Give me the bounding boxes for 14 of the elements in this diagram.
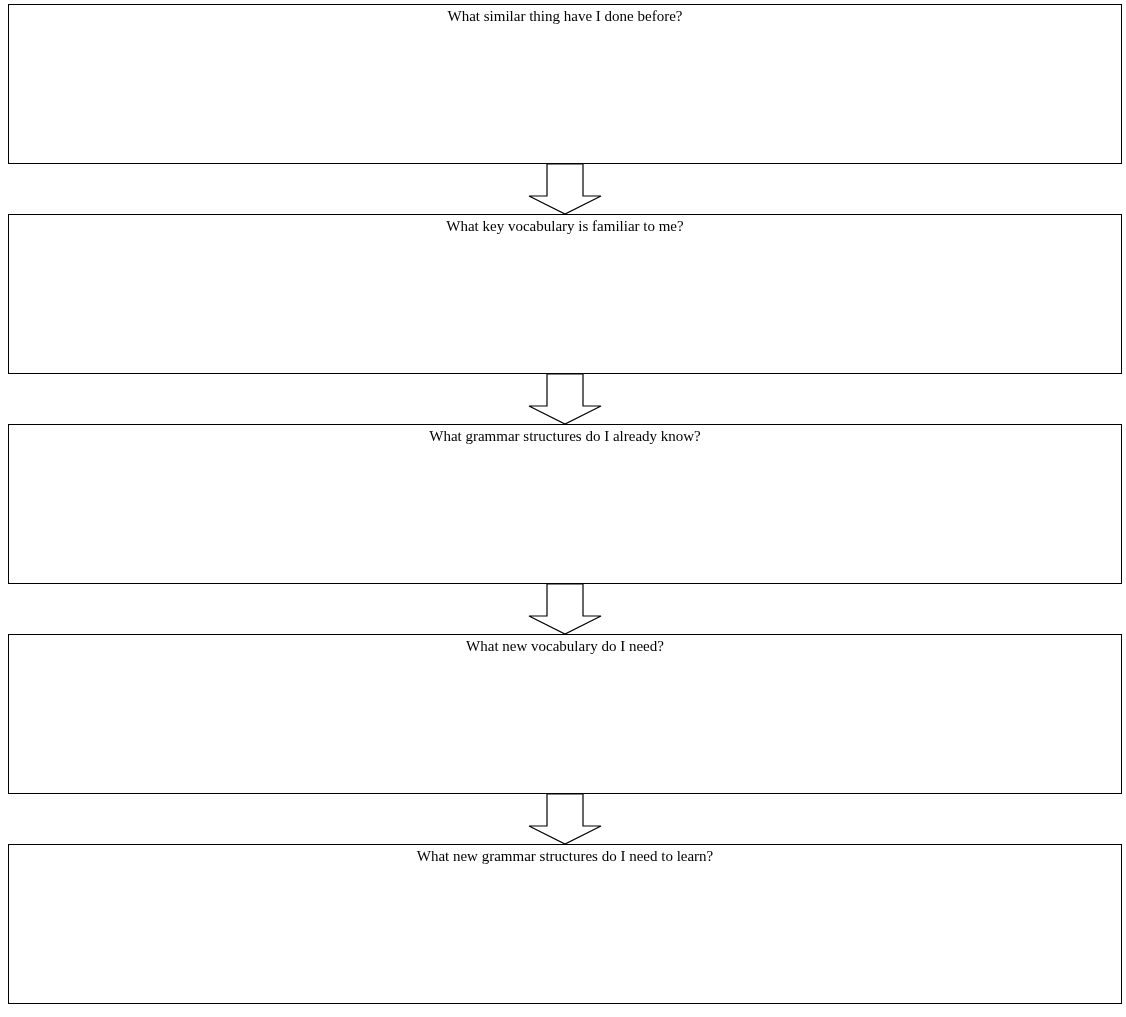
question-text: What key vocabulary is familiar to me? — [445, 218, 685, 235]
question-text: What new grammar structures do I need to learn? — [415, 848, 715, 865]
question-box — [8, 424, 1122, 584]
question-box — [8, 214, 1122, 374]
block-arrow — [528, 163, 602, 215]
question-box — [8, 4, 1122, 164]
block-arrow — [528, 373, 602, 425]
question-box — [8, 634, 1122, 794]
question-text: What grammar structures do I already know? — [428, 428, 702, 445]
question-box — [8, 844, 1122, 1004]
block-arrow — [528, 793, 602, 845]
question-text: What similar thing have I done before? — [446, 8, 684, 25]
question-text: What new vocabulary do I need? — [465, 638, 665, 655]
block-arrow — [528, 583, 602, 635]
